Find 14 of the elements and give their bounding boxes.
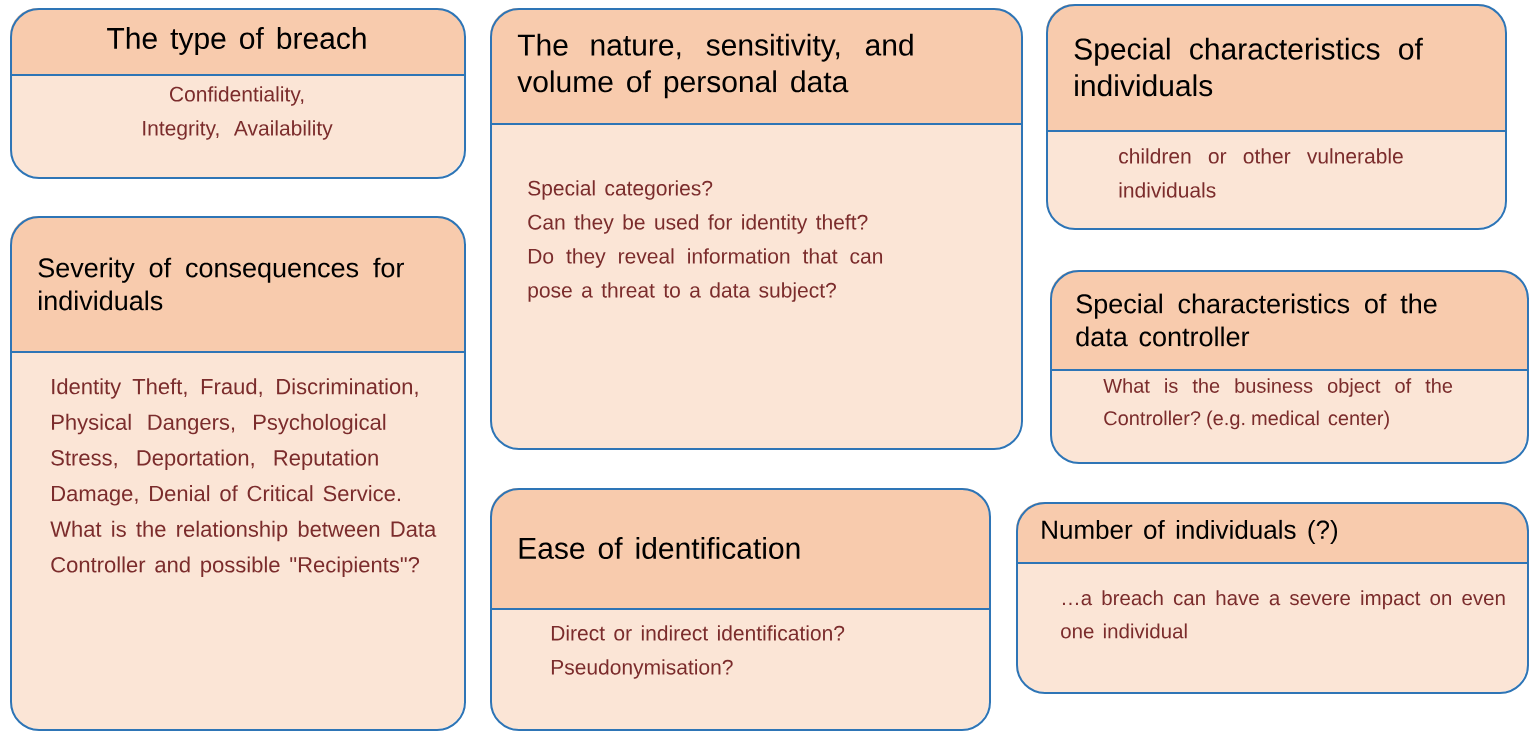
card-text: Direct or indirect identification? Pseudonymisation? [551,625,845,679]
card-heading: The nature, sensitivity, and volume of personal data [517,33,913,99]
card-text: What is the business object of the Controller? (e.g. medical center) [1103,378,1453,430]
card-text: Special categories? Can they be used for identity theft? Do they reveal information that can pose a threat to a data subject? [528,180,883,302]
card-heading: The type of breach [107,27,366,55]
card-heading: Ease of identification [519,537,800,559]
card-heading: Special characteristics of the data controller [1076,293,1437,347]
card-text: Confidentiality, Integrity, Availability [143,86,333,140]
card-text: Identity Theft, Fraud, Discrimination, Physical Dangers, Psychological Stress, Deportation, Reputation Damage, Denial of Critical Service. What is the relationship between Data Controller and possible "Recipients"? [50,378,437,577]
card-text: children or other vulnerable individuals [1119,148,1403,198]
card-heading: Number of individuals (?) [1042,519,1338,545]
card-heading: Severity of consequences for individuals [38,257,404,311]
card-text: …a breach can have a severe impact on even one individual [1061,590,1505,639]
card-heading: Special characteristics of individuals [1074,37,1423,97]
